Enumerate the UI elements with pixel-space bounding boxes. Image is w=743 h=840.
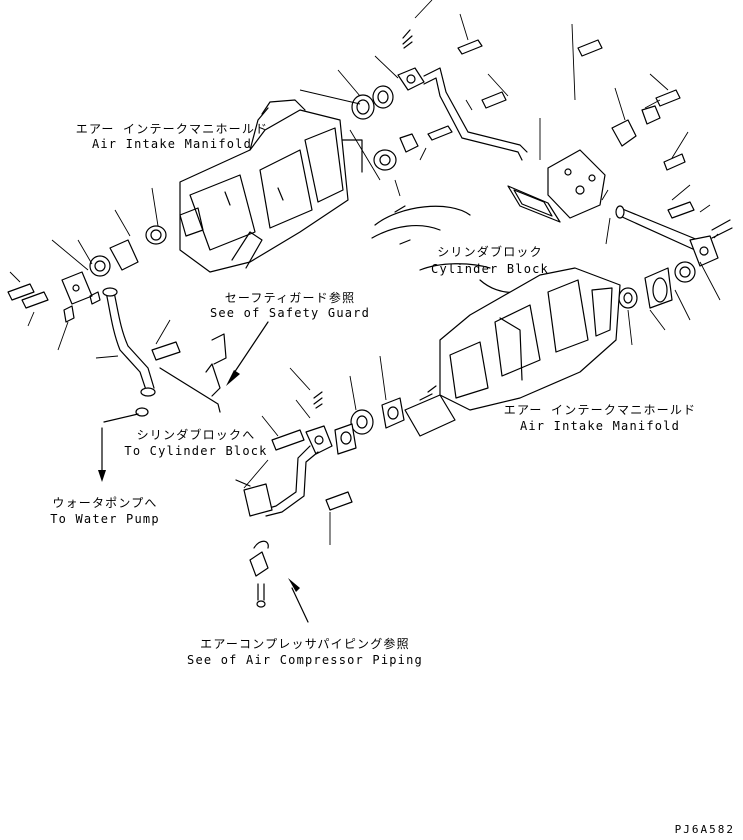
compressor-label-jp: エアーコンプレッサパイピング参照 (200, 637, 410, 651)
lower-manifold-gaskets (313, 391, 405, 455)
manifold-top-label-en: Air Intake Manifold (91, 137, 253, 151)
cylinder-block-label-jp: シリンダブロック (437, 245, 543, 259)
right-tube (615, 205, 733, 309)
manifold-top-label-jp: エアー インテークマニホールド (75, 122, 269, 136)
water-pump-label-en: To Water Pump (50, 512, 160, 526)
safety-guard-label-jp: セーフティガード参照 (224, 291, 356, 305)
drawing-code: PJ6A582 (674, 823, 735, 836)
safety-guard-bracket (159, 333, 227, 413)
to-cylinder-block-label-jp: シリンダブロックへ (136, 428, 256, 442)
to-cylinder-block-label-en: To Cylinder Block (124, 444, 268, 458)
lower-pipe (235, 425, 353, 608)
arrows (98, 321, 309, 623)
cylinder-block-label-en: Cylinder Block (431, 262, 549, 276)
manifold-right-label-jp: エアー インテークマニホールド (503, 403, 697, 417)
manifold-right-label-en: Air Intake Manifold (519, 419, 681, 433)
upper-manifold (179, 99, 363, 273)
right-flange-block (507, 39, 695, 223)
water-pump-label-jp: ウォータポンプへ (52, 496, 158, 510)
left-pipe (7, 271, 181, 417)
leader-lines (9, 0, 721, 545)
compressor-label-en: See of Air Compressor Piping (187, 653, 423, 667)
safety-guard-label-en: See of Safety Guard (209, 306, 371, 320)
lower-manifold (404, 267, 621, 437)
upper-pipe (397, 29, 528, 161)
upper-manifold-gaskets (89, 85, 419, 277)
